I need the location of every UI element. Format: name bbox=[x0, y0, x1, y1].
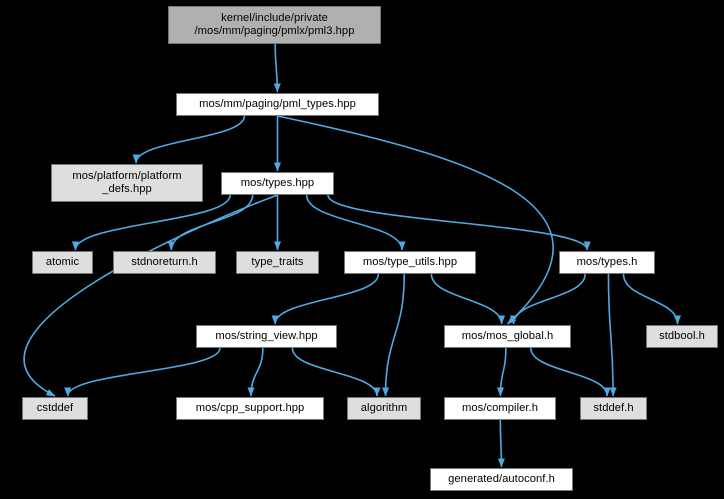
graph-node-types_h[interactable]: mos/types.h bbox=[559, 251, 655, 274]
graph-edge-mos_global-to-stddef bbox=[530, 347, 611, 397]
graph-edge-compiler-to-autoconf bbox=[497, 419, 505, 468]
graph-edge-type_utils-to-string_view bbox=[271, 273, 380, 325]
graph-node-types_hpp[interactable]: mos/types.hpp bbox=[221, 172, 334, 195]
graph-node-platform_defs[interactable]: mos/platform/platform _defs.hpp bbox=[51, 164, 203, 202]
graph-node-compiler[interactable]: mos/compiler.h bbox=[444, 397, 556, 420]
graph-edge-string_view-to-algorithm bbox=[291, 347, 381, 397]
graph-edge-types_hpp-to-type_utils bbox=[305, 194, 406, 251]
graph-node-pml_types[interactable]: mos/mm/paging/pml_types.hpp bbox=[176, 93, 379, 116]
graph-node-stdnoreturn[interactable]: stdnoreturn.h bbox=[113, 251, 216, 274]
graph-node-pml3[interactable]: kernel/include/private /mos/mm/paging/pm… bbox=[168, 6, 381, 44]
graph-node-autoconf[interactable]: generated/autoconf.h bbox=[430, 468, 573, 491]
graph-edge-types_hpp-to-atomic bbox=[71, 194, 231, 251]
graph-edge-types_h-to-stddef bbox=[607, 273, 617, 397]
graph-node-stdbool[interactable]: stdbool.h bbox=[646, 325, 718, 348]
graph-node-type_utils[interactable]: mos/type_utils.hpp bbox=[344, 251, 476, 274]
graph-edge-types_hpp-to-types_h bbox=[327, 194, 591, 251]
graph-edge-types_h-to-stdbool bbox=[622, 273, 681, 325]
graph-edge-types_hpp-to-cstddef bbox=[23, 194, 278, 397]
graph-edge-types_h-to-mos_global bbox=[509, 273, 586, 325]
graph-node-string_view[interactable]: mos/string_view.hpp bbox=[196, 325, 337, 348]
graph-edge-type_utils-to-algorithm bbox=[382, 273, 406, 397]
graph-edge-pml_types-to-mos_global bbox=[277, 115, 554, 325]
graph-node-type_traits[interactable]: type_traits bbox=[236, 251, 319, 274]
graph-edge-string_view-to-cpp_support bbox=[247, 347, 264, 397]
graph-edge-mos_global-to-compiler bbox=[496, 347, 507, 397]
graph-node-cstddef[interactable]: cstddef bbox=[22, 397, 88, 420]
graph-node-mos_global[interactable]: mos/mos_global.h bbox=[444, 325, 571, 348]
graph-edge-string_view-to-cstddef bbox=[64, 347, 221, 397]
graph-node-stddef[interactable]: stddef.h bbox=[580, 397, 647, 420]
graph-edge-type_utils-to-mos_global bbox=[430, 273, 506, 325]
graph-edge-pml3-to-pml_types bbox=[273, 43, 281, 93]
graph-node-cpp_support[interactable]: mos/cpp_support.hpp bbox=[176, 397, 324, 420]
graph-node-algorithm[interactable]: algorithm bbox=[347, 397, 421, 420]
graph-node-atomic[interactable]: atomic bbox=[32, 251, 93, 274]
graph-edge-pml_types-to-platform_defs bbox=[132, 115, 246, 164]
